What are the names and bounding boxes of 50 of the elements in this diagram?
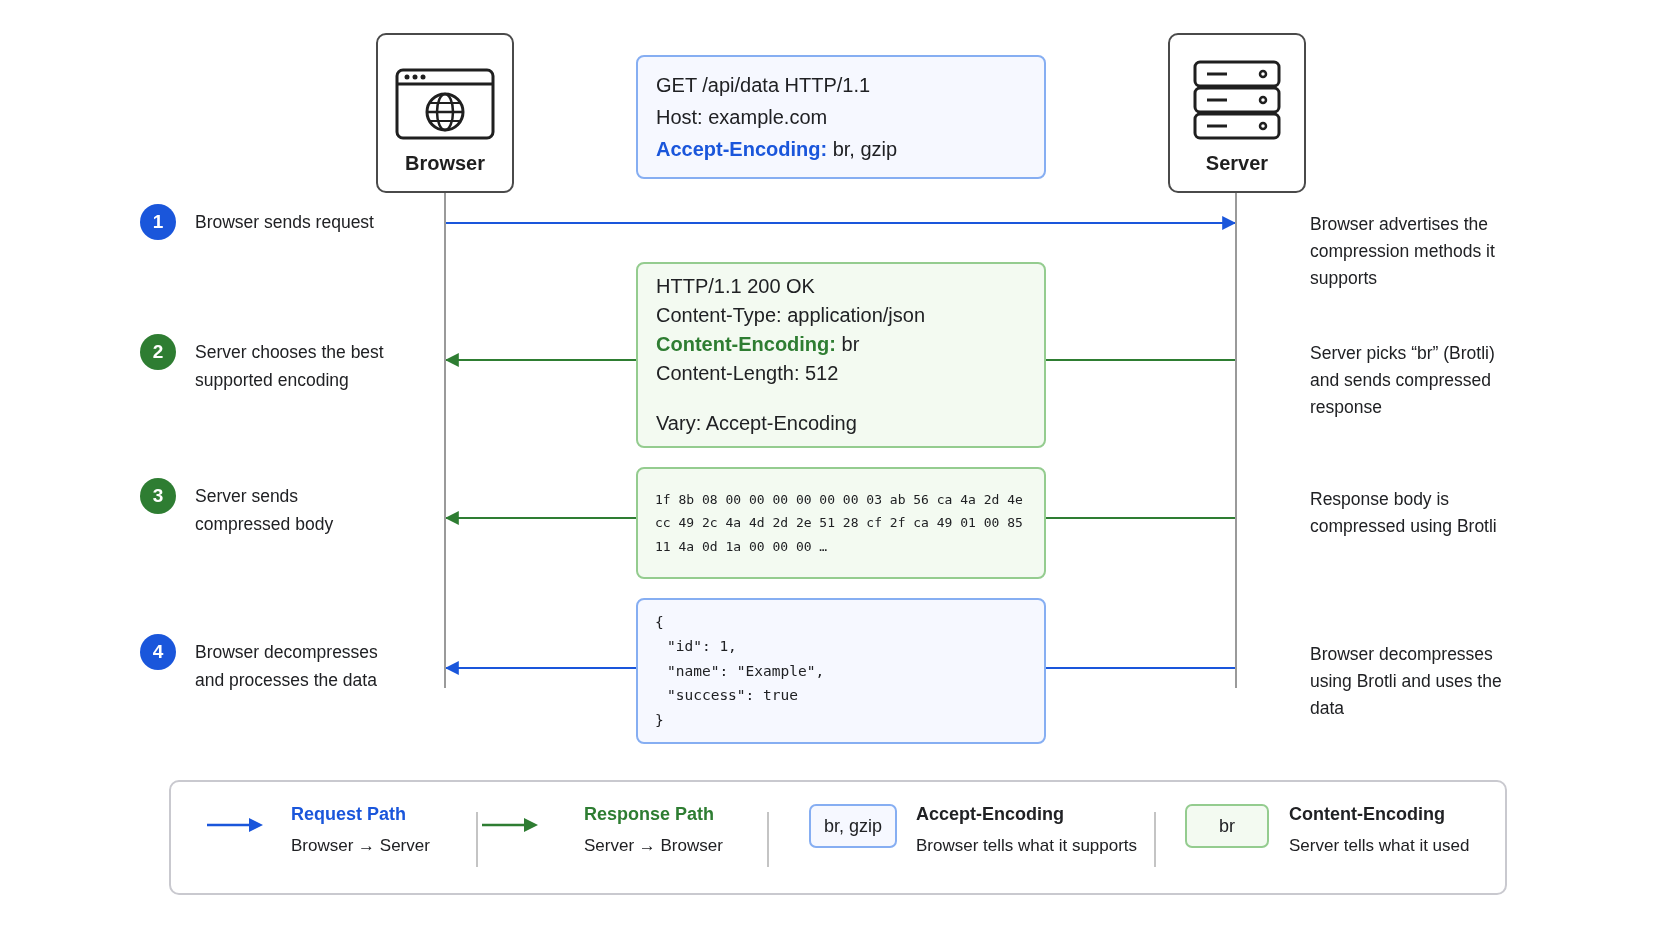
code-line: "success": true [666,686,799,706]
response-headers-box [636,262,1046,448]
compressed-body-box [636,467,1046,579]
legend-description: Browser tells what it supports [916,836,1138,856]
step-description: Browser decompresses and processes the data [195,641,379,692]
encoding-sample: br, gzip [809,804,897,848]
legend-title: Content-Encoding [1289,804,1445,825]
legend-description: Browser → Server [291,836,430,856]
header-line: Content-Encoding: br [656,332,861,357]
code-line: "name": "Example", [666,661,826,681]
encoding-sample: br [1185,804,1269,848]
arrow [444,353,637,367]
side-note: Browser advertises the compression methods it supports [1310,213,1496,290]
side-note: Browser decompresses using Brotli and uses the data [1310,643,1503,720]
lifeline [444,193,446,688]
legend-description: Server tells what it used [1289,836,1470,856]
step-description: Browser sends request [195,211,375,234]
side-note: Response body is compressed using Brotli [1310,488,1498,538]
actor-name: Server [1205,152,1269,175]
arrow [444,511,637,525]
arrow [445,216,1237,230]
legend-title: Accept-Encoding [916,804,1064,825]
request-headers-box [636,55,1046,179]
code-line: "id": 1, [666,637,738,657]
header-line: Vary: Accept-Encoding [656,411,858,436]
code-line: 1f 8b 08 00 00 00 00 00 00 03 ab 56 ca 4a 2d 4e cc 49 2c 4a 4d 2d 2e 51 28 cf 2f ca 49 01 00 85 11 4a 0d 1a 00 00 00 … [655,490,1024,556]
code-line: { [655,612,665,632]
legend-title: Response Path [584,804,715,825]
actor-box [1168,33,1306,193]
step-number: 4 [140,634,176,670]
arrow [444,661,637,675]
code-line: } [655,710,665,730]
header-line: Host: example.com [656,105,829,130]
header-line: Content-Length: 512 [656,361,840,386]
header-line: HTTP/1.1 200 OK [656,274,816,299]
legend-title: Request Path [291,804,407,825]
legend-description: Server → Browser [584,836,723,856]
header-line: GET /api/data HTTP/1.1 [656,73,872,98]
actor-box [376,33,514,193]
step-description: Server sends compressed body [195,485,335,536]
step-number: 2 [140,334,176,370]
step-number: 3 [140,478,176,514]
step-number: 1 [140,204,176,240]
step-description: Server chooses the best supported encoding [195,341,385,392]
header-line: Accept-Encoding: br, gzip [656,137,899,162]
side-note: Server picks “br” (Brotli) and sends compressed response [1310,342,1496,419]
lifeline [1235,193,1237,688]
actor-name: Browser [405,152,485,175]
json-data-box [636,598,1046,744]
header-line: Content-Type: application/json [656,303,927,328]
